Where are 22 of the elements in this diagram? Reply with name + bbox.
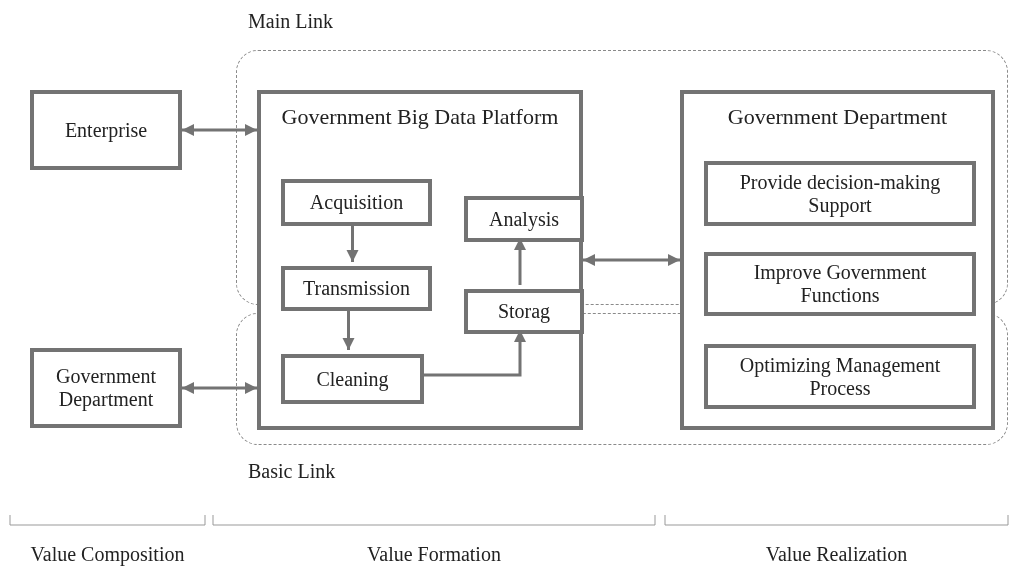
stage-label: Value Realization (764, 543, 909, 566)
stage-label: Value Composition (29, 543, 186, 566)
process-box: Provide decision-making Support (704, 161, 976, 226)
container-title: Government Department (726, 104, 949, 130)
arrow (182, 124, 257, 136)
container-title: Government Big Data Platform (280, 104, 560, 130)
process-box: Improve Government Functions (704, 252, 976, 316)
process-box: Enterprise (30, 90, 182, 170)
process-box: Government Department (30, 348, 182, 428)
region-title: Main Link (248, 10, 333, 33)
arrow (182, 382, 257, 394)
process-box: Storag (464, 289, 584, 334)
container-box (257, 90, 583, 430)
arrow (583, 254, 680, 266)
process-box: Acquisition (281, 179, 432, 226)
region-title: Basic Link (248, 460, 336, 483)
process-box: Cleaning (281, 354, 424, 404)
process-box: Transmission (281, 266, 432, 311)
container-box (680, 90, 995, 430)
stage-label: Value Formation (366, 543, 502, 566)
process-box: Optimizing Management Process (704, 344, 976, 409)
process-box: Analysis (464, 196, 584, 242)
